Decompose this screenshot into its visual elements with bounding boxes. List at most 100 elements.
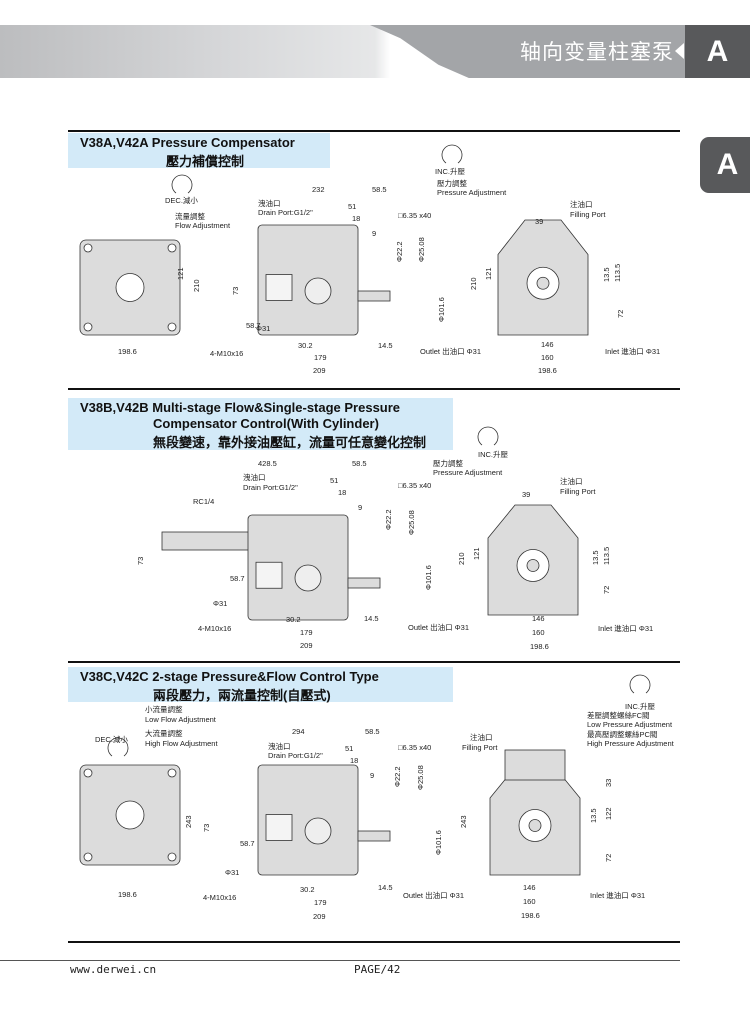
dimension-label: 洩油口 [268, 742, 291, 751]
dimension-label: Inlet 進油口 Φ31 [605, 347, 661, 356]
rotation-arrow-icon [629, 674, 651, 694]
dimension-label: 72 [604, 853, 613, 862]
dimension-label: □6.35 x40 [398, 211, 432, 220]
dimension-label: 113.5 [602, 546, 611, 565]
footer-line [0, 960, 680, 961]
dimension-label: Low Flow Adjustment [145, 715, 216, 724]
dimension-label: 39 [522, 490, 531, 499]
cylinder [161, 531, 263, 551]
dimension-label: 198.6 [118, 890, 137, 899]
dimension-label: 113.5 [613, 263, 622, 282]
shaft [357, 290, 391, 302]
dimension-label: 73 [136, 556, 145, 565]
dimension-label: 13.5 [589, 808, 598, 823]
dimension-label: Φ25.08 [416, 765, 425, 790]
arrow-icon [675, 43, 684, 59]
dimension-label: 注油口 [470, 733, 493, 742]
dimension-label: □6.35 x40 [398, 481, 432, 490]
dimension-label: Φ25.08 [417, 237, 426, 262]
dimension-label: 33 [604, 778, 613, 787]
dimension-label: Low Pressure Adjustment [587, 720, 673, 729]
dimension-label: 58.5 [352, 459, 367, 468]
dimension-label: 39 [535, 217, 544, 226]
dimension-label: Φ22.2 [393, 766, 402, 787]
section-divider [68, 661, 680, 663]
dimension-label: Inlet 進油口 Φ31 [598, 624, 654, 633]
rotation-arrow-icon [171, 174, 193, 194]
dimension-label: 210 [457, 552, 466, 565]
dimension-label: 121 [484, 267, 493, 280]
dimension-label: 18 [338, 488, 347, 497]
dimension-label: 179 [300, 628, 313, 637]
bolt-hole [83, 852, 93, 862]
bolt-hole [167, 322, 177, 332]
dimension-label: 注油口 [570, 200, 593, 209]
dimension-label: 4-M10x16 [198, 624, 232, 633]
section-header-a: V38A,V42A Pressure Compensator 壓力補償控制 [68, 133, 330, 169]
control-valve [504, 749, 566, 781]
section-header-c: V38C,V42C 2-stage Pressure&Flow Control … [68, 667, 453, 703]
dimension-label: 14.5 [378, 883, 393, 892]
dimension-label: 179 [314, 898, 327, 907]
shaft-end [536, 276, 550, 290]
footer-url[interactable]: www.derwei.cn [70, 963, 157, 976]
flange-circle [294, 564, 322, 592]
dimension-label: Flow Adjustment [175, 221, 231, 230]
dimension-label: 73 [202, 823, 211, 832]
flange-circle [304, 277, 332, 305]
dimension-label: 13.5 [591, 550, 600, 565]
dimension-label: 30.2 [298, 341, 313, 350]
dimension-label: DEC.減小 [95, 735, 128, 744]
page-number: PAGE/42 [354, 963, 401, 976]
chapter-tab: A [685, 25, 750, 78]
dimension-label: 大流量調整 [145, 729, 183, 738]
dimension-label: 9 [372, 229, 377, 238]
section-title-zh: 無段變速，靠外接油壓缸，流量可任意變化控制 [153, 435, 427, 450]
dimension-label: 小流量調整 [145, 705, 183, 714]
dimension-label: 51 [348, 202, 357, 211]
bolt-hole [83, 322, 93, 332]
side-chapter-tab: A [700, 137, 750, 193]
dimension-label: 51 [345, 744, 354, 753]
port-circle [115, 273, 145, 302]
dimension-label: RC1/4 [193, 497, 215, 506]
dimension-label: High Pressure Adjustment [587, 739, 674, 748]
dimension-label: 72 [602, 585, 611, 594]
dimension-label: 198.6 [538, 366, 557, 375]
dimension-label: 流量調整 [175, 212, 205, 221]
shaft-end [526, 559, 540, 572]
dimension-label: 4-M10x16 [203, 893, 237, 902]
section-title-en-line2: Compensator Control(With Cylinder) [153, 416, 379, 431]
dimension-label: 73 [231, 286, 240, 295]
dimension-label: Inlet 進油口 Φ31 [590, 891, 646, 900]
category-title: 轴向变量柱塞泵 [520, 41, 674, 64]
dimension-label: 9 [358, 503, 363, 512]
dimension-label: 209 [313, 366, 326, 375]
dimension-label: 9 [370, 771, 375, 780]
dimension-label: Φ31 [256, 324, 271, 333]
dimension-label: Φ101.6 [434, 830, 443, 855]
dimension-label: 160 [541, 353, 554, 362]
pump-body-front-view [257, 764, 359, 876]
dimension-label: 30.2 [300, 885, 315, 894]
dimension-label: Filling Port [570, 210, 606, 219]
section-title-zh: 兩段壓力，兩流量控制(自壓式) [153, 688, 331, 703]
section-divider [68, 388, 680, 390]
dimension-label: 294 [292, 727, 305, 736]
dimension-label: 最高壓調整螺絲PC閥 [587, 730, 658, 739]
section-divider [68, 941, 680, 943]
dimension-label: INC.升壓 [435, 167, 465, 176]
dimension-label: Drain Port:G1/2" [258, 208, 313, 217]
dimension-label: 210 [192, 279, 201, 292]
dimension-label: Φ22.2 [384, 509, 393, 530]
dimension-label: 58.7 [246, 321, 261, 330]
rotation-arrow-icon [477, 426, 499, 446]
section-title-en: V38A,V42A Pressure Compensator [80, 135, 295, 150]
dimension-label: □6.35 x40 [398, 743, 432, 752]
dimension-label: Filling Port [560, 487, 596, 496]
dimension-label: 14.5 [364, 614, 379, 623]
dimension-label: 146 [532, 614, 545, 623]
section-divider [68, 130, 680, 132]
port-flange [265, 814, 293, 841]
shaft [357, 830, 391, 842]
